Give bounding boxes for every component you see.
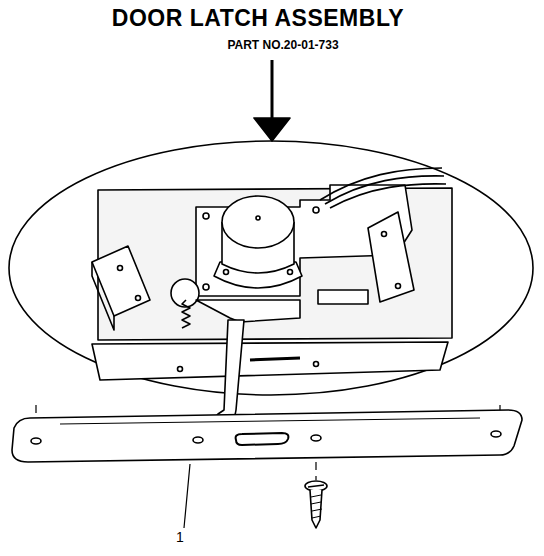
bar-hole <box>178 367 183 372</box>
plate-slot <box>236 433 289 445</box>
wire <box>330 184 446 208</box>
latch-lever <box>196 300 300 322</box>
switch-screw <box>118 266 123 271</box>
screw-slot <box>308 485 324 487</box>
alignment-line <box>315 462 316 480</box>
plate-hole <box>311 435 321 441</box>
spring <box>182 300 190 328</box>
wire <box>325 176 444 204</box>
switch-screw <box>382 232 387 237</box>
switch-screw <box>396 284 401 289</box>
callout-number: 1 <box>176 529 184 545</box>
bracket-screw <box>313 207 319 213</box>
pointer-arrow-shaft <box>271 60 274 118</box>
detail-ellipse <box>9 141 533 395</box>
motor-top <box>222 196 294 248</box>
plate-hole <box>193 437 203 443</box>
left-switch-side <box>92 262 114 330</box>
leader-line <box>184 464 190 528</box>
plate-hole <box>491 431 501 437</box>
front-bar <box>92 342 448 380</box>
motor-screw <box>288 270 293 275</box>
pointer-arrow-head <box>254 118 290 141</box>
bracket-screw <box>203 284 209 290</box>
screw-thread <box>311 495 322 518</box>
motor-shaft <box>256 216 260 220</box>
part-number: PART NO.20-01-733 <box>227 38 338 52</box>
motor-screw <box>224 270 229 275</box>
switch-screw <box>136 296 141 301</box>
strike-plate <box>12 410 522 462</box>
strike-plate-edge <box>60 418 480 424</box>
screw-shank <box>310 490 322 528</box>
left-switch <box>92 246 150 316</box>
bar-hole <box>314 362 319 367</box>
screw-head <box>305 481 327 491</box>
latch-hook <box>212 320 244 425</box>
bracket-screw <box>203 213 209 219</box>
bar-slot <box>250 358 300 360</box>
right-switch <box>368 212 414 302</box>
cam-wheel <box>171 279 199 307</box>
slide-guide <box>318 290 368 304</box>
plate-hole <box>31 438 41 444</box>
title: DOOR LATCH ASSEMBLY <box>112 5 404 32</box>
